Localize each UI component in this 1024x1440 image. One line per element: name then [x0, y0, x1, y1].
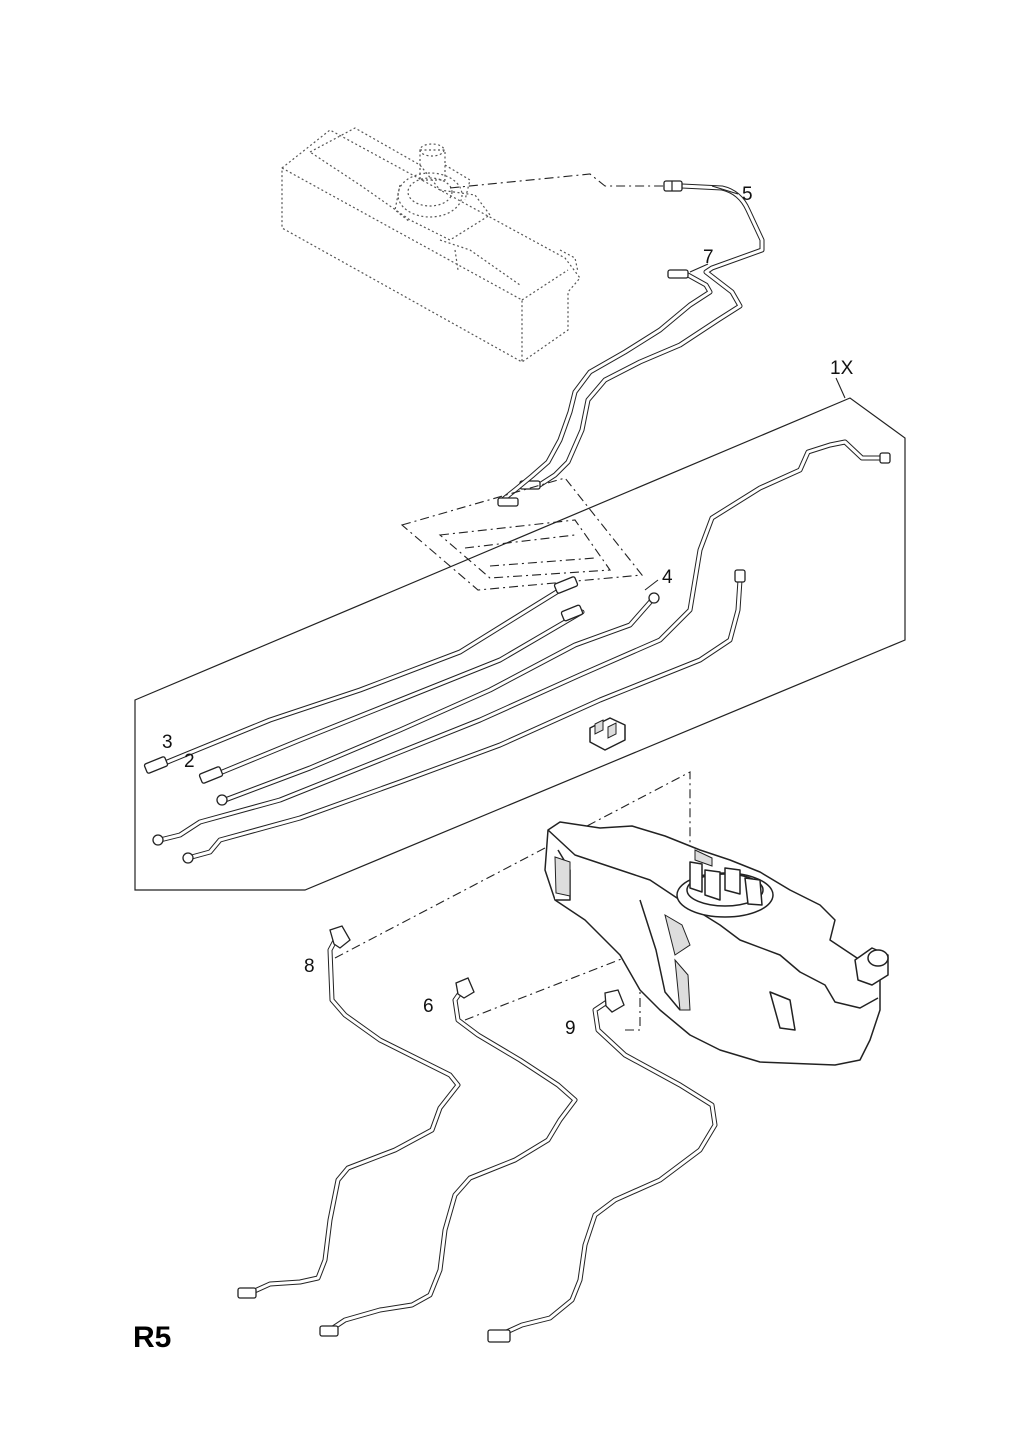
- connection-dashed-box: [400, 477, 644, 591]
- callout-6: 6: [423, 996, 434, 1017]
- callout-8: 8: [304, 956, 315, 977]
- kit-pipe-4: [216, 592, 660, 806]
- kit-pipe-short: [182, 569, 746, 864]
- reference-fuel-tank: [281, 127, 581, 363]
- pipe-7: [497, 269, 713, 507]
- callout-9: 9: [565, 1018, 576, 1039]
- callout-7: 7: [703, 247, 714, 268]
- pipe-clip: [589, 717, 626, 751]
- lower-fuel-tank: [544, 821, 889, 1066]
- callout-5: 5: [742, 184, 753, 205]
- kit-pipe-2: [198, 604, 585, 784]
- kit-pipe-long: [152, 439, 891, 846]
- callout-3: 3: [162, 732, 173, 753]
- page-reference: R5: [133, 1321, 171, 1354]
- pipe-6: [319, 977, 578, 1337]
- callout-kit-1x: 1X: [830, 358, 854, 379]
- kit-pipe-3: [143, 576, 579, 774]
- pipe-8: [237, 925, 461, 1299]
- kit-1x-panel: [134, 377, 906, 891]
- pipe-9: [487, 989, 718, 1343]
- callout-2: 2: [184, 751, 195, 772]
- callout-4: 4: [662, 567, 673, 588]
